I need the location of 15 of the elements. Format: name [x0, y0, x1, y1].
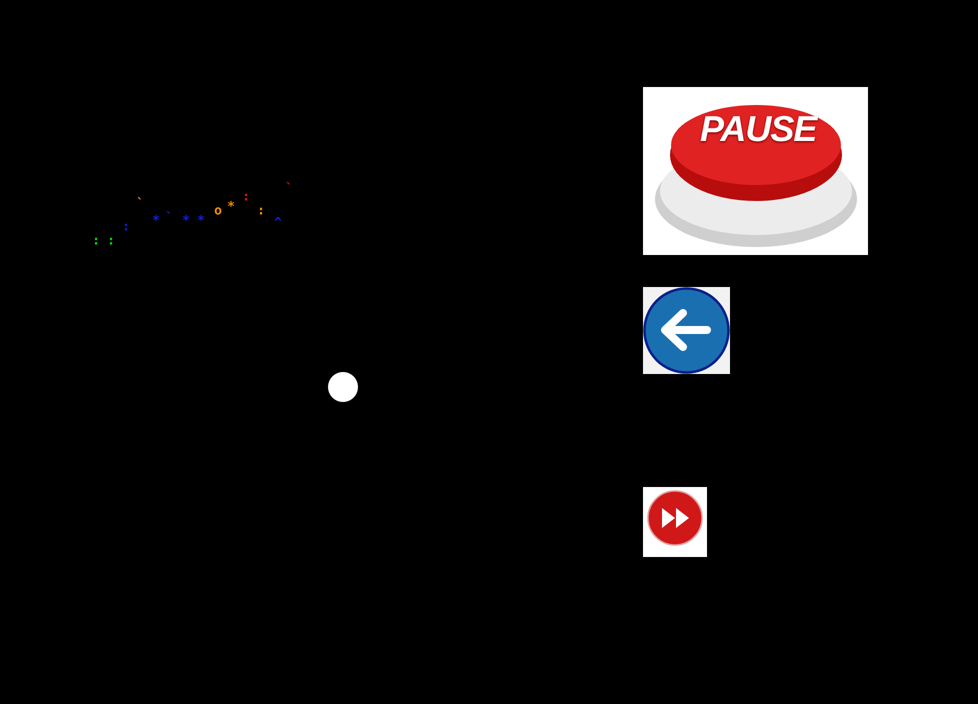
text-glyph: ^ [274, 216, 282, 230]
text-glyph: o [214, 204, 222, 218]
text-glyph: : [242, 190, 250, 204]
button-label: PAUSE [700, 111, 816, 147]
text-glyph: ` [165, 212, 173, 224]
text-glyph: : [122, 220, 130, 234]
text-glyph: : [257, 204, 265, 218]
text-glyph: : [107, 234, 115, 248]
text-glyph: ` [136, 198, 144, 210]
text-glyph: * [197, 214, 205, 228]
text-glyph: ` [285, 182, 293, 196]
text-glyph: * [227, 200, 235, 214]
text-glyph: : [92, 234, 100, 248]
text-glyph: * [182, 214, 190, 228]
text-glyph: * [152, 214, 160, 228]
